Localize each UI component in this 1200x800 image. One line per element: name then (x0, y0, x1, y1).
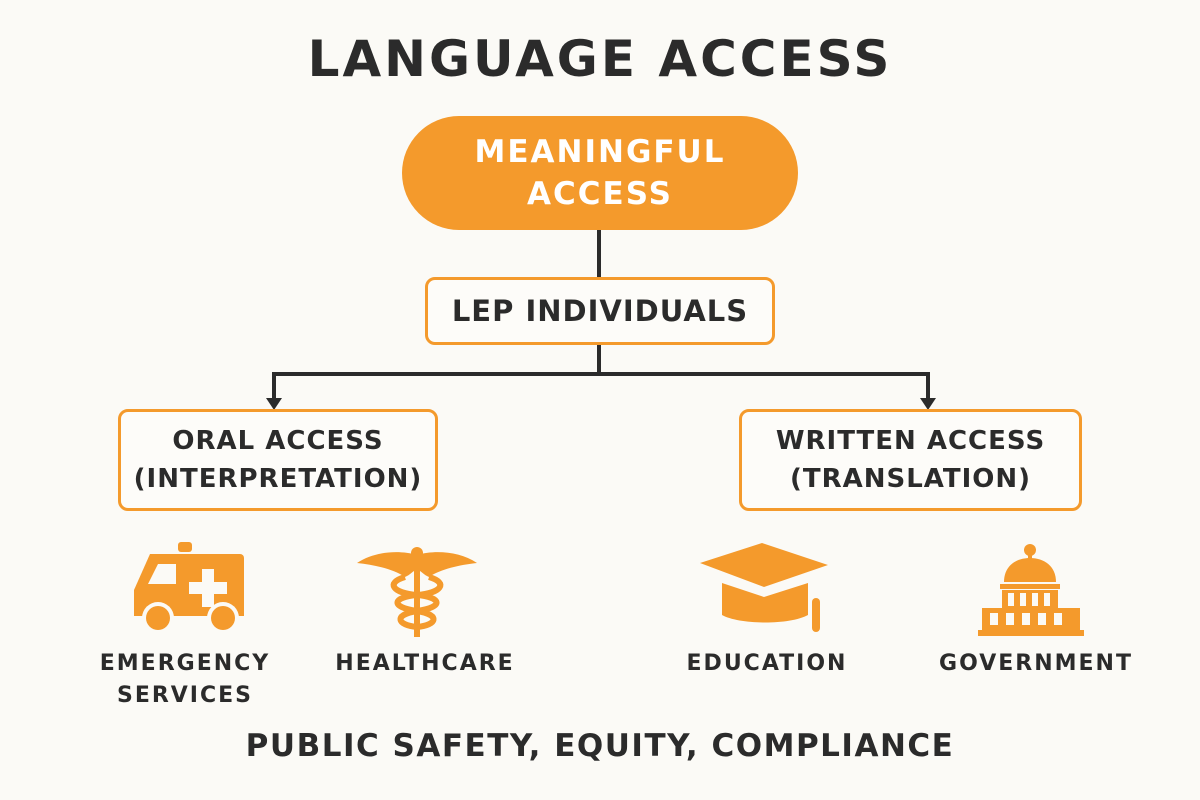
label-line2: SERVICES (116, 683, 254, 708)
connector-lep-down (597, 345, 601, 375)
label-line1: HEALTHCARE (335, 651, 515, 676)
connector-right-down (926, 372, 930, 402)
label-line1: EDUCATION (686, 651, 848, 676)
sector-label-government: GOVERNMENT (928, 648, 1144, 680)
capitol-building-icon (978, 544, 1084, 636)
connector-horizontal (272, 372, 930, 376)
lep-individuals-node: LEP INDIVIDUALS (425, 277, 775, 345)
footer-caption: PUBLIC SAFETY, EQUITY, COMPLIANCE (245, 728, 955, 764)
label-line1: EMERGENCY (99, 651, 271, 676)
node-label: LEP INDIVIDUALS (451, 294, 749, 328)
oral-access-node: ORAL ACCESS (INTERPRETATION) (118, 409, 438, 511)
graduation-cap-icon (700, 543, 828, 632)
caduceus-icon (357, 547, 477, 637)
arrow-down-icon (266, 398, 282, 410)
arrow-down-icon (920, 398, 936, 410)
sector-label-emergency: EMERGENCY SERVICES (80, 648, 290, 712)
written-access-node: WRITTEN ACCESS (TRANSLATION) (739, 409, 1082, 511)
meaningful-access-node: MEANINGFUL ACCESS (402, 116, 798, 230)
sector-label-education: EDUCATION (662, 648, 872, 680)
connector-left-down (272, 372, 276, 402)
node-label-line1: WRITTEN ACCESS (775, 426, 1046, 456)
node-label-line1: ORAL ACCESS (172, 426, 384, 456)
node-label-line2: (INTERPRETATION) (133, 464, 423, 494)
ambulance-icon (134, 542, 244, 634)
connector-root-to-lep (597, 230, 601, 277)
label-line1: GOVERNMENT (939, 651, 1133, 676)
node-label-line2: (TRANSLATION) (789, 464, 1032, 494)
node-label-line2: ACCESS (527, 176, 673, 212)
page-title: LANGUAGE ACCESS (307, 30, 893, 88)
sector-label-healthcare: HEALTHCARE (320, 648, 530, 680)
node-label-line1: MEANINGFUL (474, 134, 726, 170)
